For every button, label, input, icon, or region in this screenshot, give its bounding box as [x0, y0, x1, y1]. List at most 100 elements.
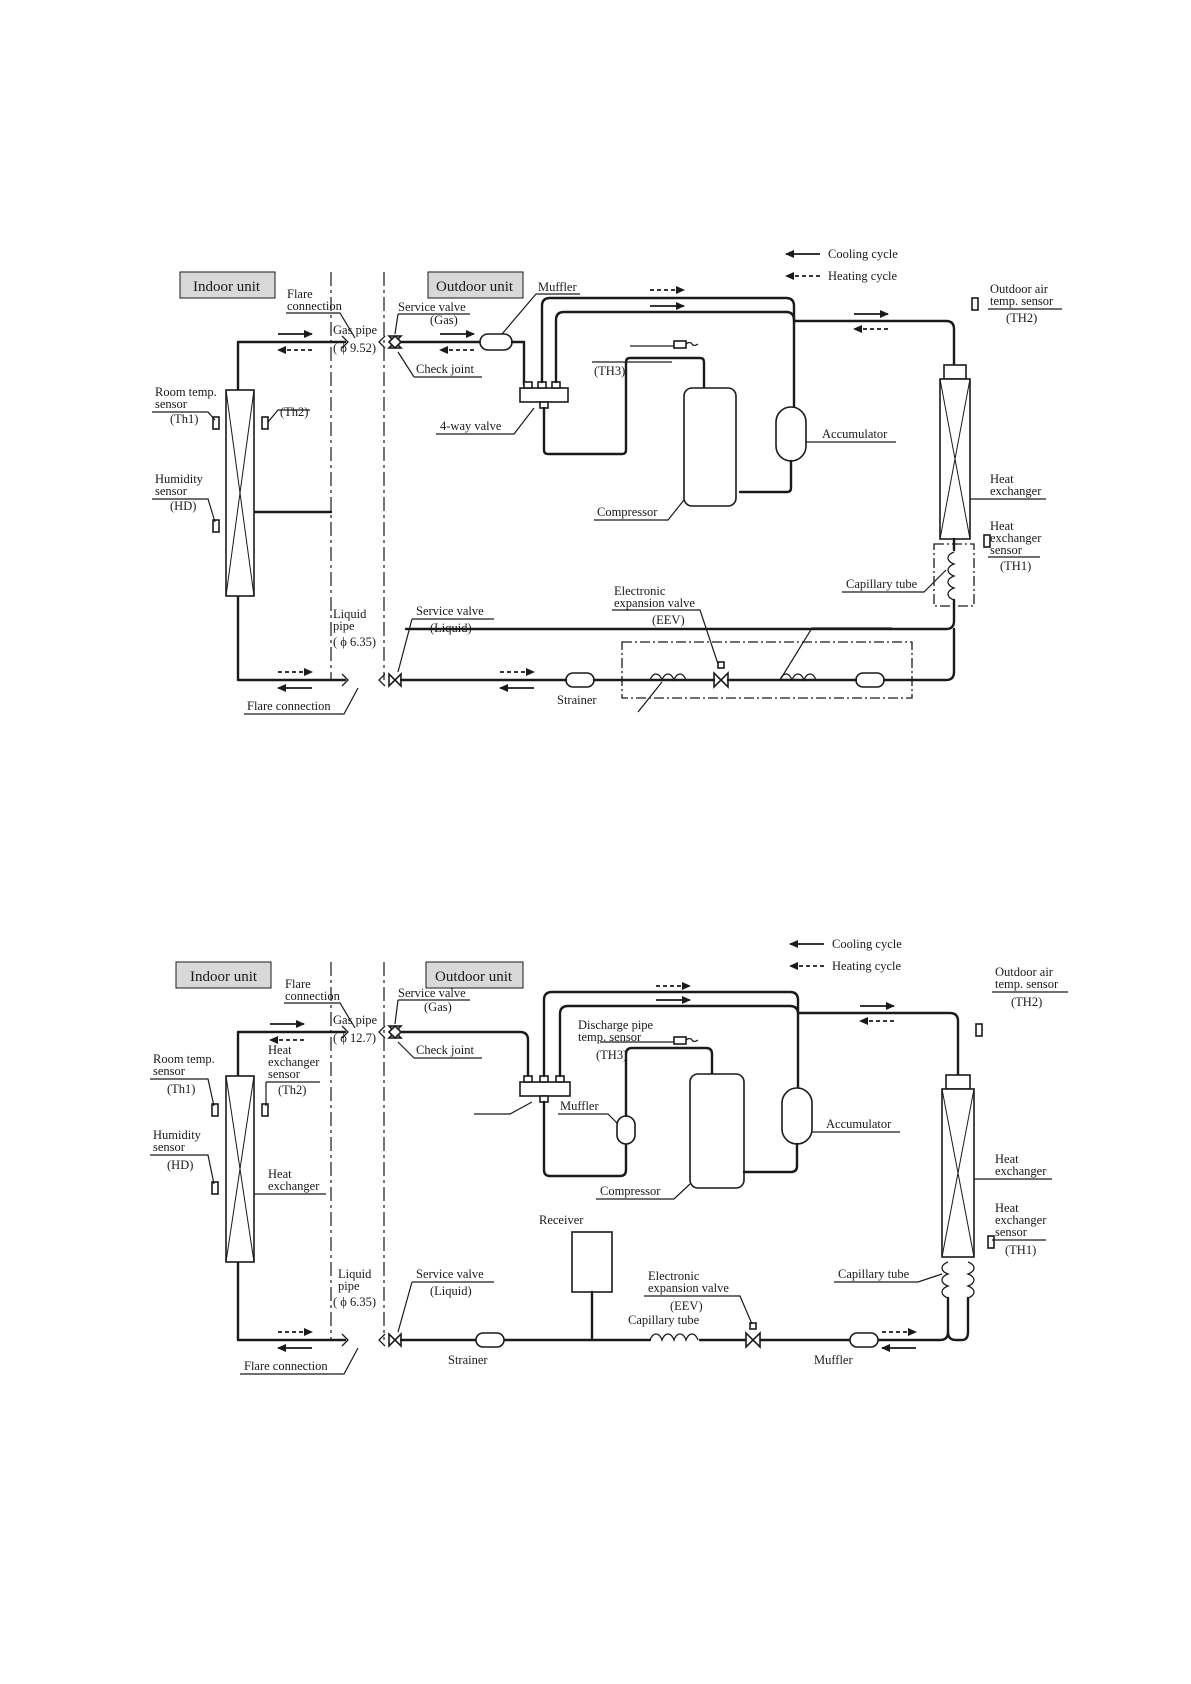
service-valve-gas-icon — [387, 334, 403, 350]
outdoor-air-sensor-label-1: Outdoor air — [990, 282, 1049, 296]
service-valve-liquid-label-2: (Liquid) — [430, 1284, 472, 1298]
gas-pipe-label-1: Gas pipe — [333, 323, 378, 337]
valve-to-outdoor-hx — [540, 296, 956, 384]
service-valve-liquid-leader — [397, 1281, 494, 1333]
room-temp-label-2: sensor — [155, 397, 188, 411]
compressor-icon — [683, 387, 737, 507]
gas-line — [399, 1030, 530, 1080]
hx-sensor-icon — [983, 534, 991, 548]
th3-wire — [685, 1037, 699, 1043]
outdoor-air-sensor-icon — [975, 1023, 983, 1037]
legend-cooling-label-bottom: Cooling cycle — [832, 937, 902, 951]
outdoor-unit-box — [425, 961, 524, 989]
outdoor-hx-cross — [939, 378, 971, 540]
room-temp-leader — [152, 411, 216, 421]
service-valve-liquid-icon — [388, 672, 402, 688]
eev-label-1: Electronic — [648, 1269, 700, 1283]
discharge-label-2: temp. sensor — [578, 1030, 642, 1044]
hx-sensor-indoor-icon — [261, 1103, 269, 1117]
flare-connection-label-2: connection — [285, 989, 341, 1003]
th2-sensor-icon — [261, 416, 269, 430]
service-valve-liquid-icon — [388, 1332, 402, 1348]
check-joint-leader — [397, 351, 482, 378]
check-joint-leader — [397, 1041, 482, 1059]
muffler-comp-leader — [558, 1113, 619, 1125]
flare-connection-bottom-label: Flare connection — [247, 699, 331, 713]
humidity-label-3: (HD) — [167, 1158, 193, 1172]
capillary-tube-mid-label: Capillary tube — [628, 1313, 700, 1327]
capillary-tube-right-label: Capillary tube — [838, 1267, 910, 1281]
valve-to-outdoor-hx — [542, 990, 960, 1078]
compressor-label: Compressor — [600, 1184, 661, 1198]
four-way-valve-icon — [519, 1081, 571, 1097]
hx-sensor-label-2: exchanger — [990, 531, 1042, 545]
humidity-label-2: sensor — [155, 484, 188, 498]
service-valve-gas-label-2: (Gas) — [424, 1000, 452, 1014]
eev-leader — [612, 609, 719, 665]
receiver-label: Receiver — [539, 1213, 584, 1227]
humidity-label-2: sensor — [153, 1140, 186, 1154]
indoor-unit-box — [179, 271, 276, 299]
flare-gas-outdoor-icon — [378, 335, 386, 349]
service-valve-liquid-label-1: Service valve — [416, 1267, 484, 1281]
service-valve-liquid-label-1: Service valve — [416, 604, 484, 618]
legend-heating-label: Heating cycle — [828, 269, 898, 283]
capillary-tube-label: Capillary tube — [846, 577, 918, 591]
liquid-pipe-label-3: ( ϕ 6.35) — [333, 635, 376, 649]
valve-to-accumulator-route — [554, 310, 788, 384]
accumulator-inlet — [788, 1004, 800, 1090]
hx-sensor-label-4: (TH1) — [1005, 1243, 1036, 1257]
outdoor-air-sensor-label-2: temp. sensor — [990, 294, 1054, 308]
refrigerant-cycle-diagram-top: Cooling cycle Heating cycle Indoor unit … — [0, 210, 1191, 770]
service-valve-gas-label-1: Service valve — [398, 300, 466, 314]
outdoor-hx-header — [943, 364, 967, 380]
capillary-coil-1-icon — [649, 673, 687, 682]
outdoor-air-sensor-label-3: (TH2) — [1006, 311, 1037, 325]
flare-liquid-outdoor-icon — [378, 1333, 386, 1347]
eev-label-1: Electronic — [614, 584, 666, 598]
service-valve-gas-label-1: Service valve — [398, 986, 466, 1000]
flare-connection-label-1: Flare — [287, 287, 313, 301]
accumulator-icon — [781, 1087, 813, 1145]
room-temp-label-1: Room temp. — [153, 1052, 215, 1066]
outdoor-air-sensor-icon — [971, 297, 979, 311]
liquid-muffler-icon — [855, 672, 885, 688]
gas-pipe-label-1: Gas pipe — [333, 1013, 378, 1027]
strainer-label: Strainer — [448, 1353, 488, 1367]
service-valve-liquid-label-2: (Liquid) — [430, 621, 472, 635]
flare-liquid-icon — [341, 1333, 349, 1347]
indoor-unit-label: Indoor unit — [190, 969, 258, 985]
capillary-coil-mid-icon — [649, 1333, 699, 1342]
muffler-comp-label: Muffler — [560, 1099, 599, 1113]
hx-sensor-label-1: Heat — [990, 519, 1014, 533]
muffler-label: Muffler — [538, 280, 577, 294]
hx-sensor-indoor-label-1: Heat — [268, 1043, 292, 1057]
legend-heating-label-bottom: Heating cycle — [832, 959, 902, 973]
flare-connection-leader — [284, 1002, 356, 1029]
humidity-sensor-icon — [212, 519, 220, 533]
capillary-tube-leader — [842, 569, 947, 593]
accumulator-icon — [775, 406, 807, 462]
liquid-pipe-label-3: ( ϕ 6.35) — [333, 1295, 376, 1309]
flare-connection-bottom-leader — [244, 687, 359, 715]
service-valve-liquid-leader — [397, 618, 494, 673]
eev-label-3: (EEV) — [670, 1299, 703, 1313]
liquid-pipe-label-2: pipe — [333, 619, 355, 633]
hx-sensor-label-3: sensor — [995, 1225, 1028, 1239]
eev-icon — [745, 1322, 761, 1349]
capillary-coil-right-a-icon — [941, 1261, 950, 1299]
capillary-return — [946, 1296, 970, 1342]
gas-pipe-label-2: ( ϕ 12.7) — [333, 1031, 376, 1045]
heat-exchanger-label-2: exchanger — [995, 1164, 1047, 1178]
capillary-coil-2-icon — [779, 673, 817, 682]
th2-indoor-leader — [267, 409, 310, 423]
capillary-coil-right-b-icon — [966, 1261, 975, 1299]
hx-sensor-label-4: (TH1) — [1000, 559, 1031, 573]
heat-exchanger-indoor-label-1: Heat — [268, 1167, 292, 1181]
hx-sensor-indoor-label-2: exchanger — [268, 1055, 320, 1069]
hx-sensor-indoor-label-4: (Th2) — [278, 1083, 306, 1097]
humidity-leader — [152, 498, 216, 523]
indoor-unit-box — [175, 961, 272, 989]
liquid-line-outdoor — [399, 627, 956, 682]
diagram-bottom-svg: Cooling cycle Heating cycle Indoor unit … — [150, 937, 1068, 1375]
